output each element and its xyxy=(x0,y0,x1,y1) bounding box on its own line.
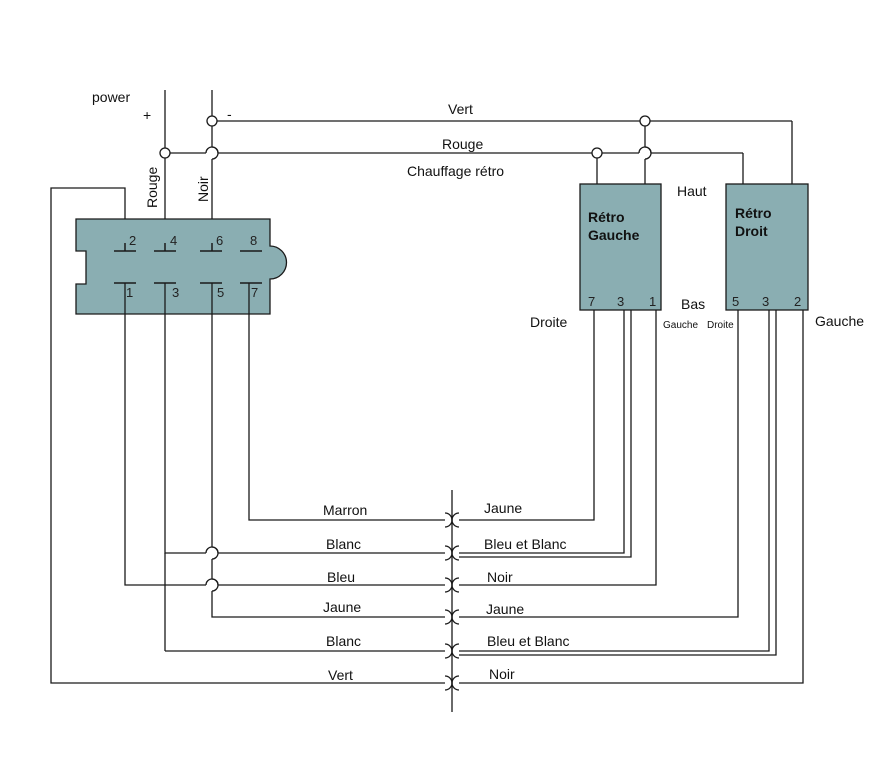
mirror-right-title-1: Rétro xyxy=(735,205,772,221)
connector-right-labels: Jaune Bleu et Blanc Noir Jaune Bleu et B… xyxy=(484,500,570,682)
node-green xyxy=(639,115,651,127)
switch-bottom-wires xyxy=(124,283,445,652)
power-labels: power + - Rouge Noir xyxy=(92,89,232,208)
conn-right-label-2: Bleu et Blanc xyxy=(484,536,567,552)
switch-pin-3: 3 xyxy=(172,285,179,300)
conn-left-label-4: Jaune xyxy=(323,599,361,615)
mirror-left-pin-3: 3 xyxy=(617,294,624,309)
node-minus xyxy=(206,115,218,127)
node-plus xyxy=(159,147,171,159)
conn-right-label-5: Bleu et Blanc xyxy=(487,633,570,649)
plus-label: + xyxy=(143,107,151,123)
power-label: power xyxy=(92,89,130,105)
mirror-right-side-label: Gauche xyxy=(815,313,864,329)
mirror-right-pin-3: 3 xyxy=(762,294,769,309)
red-bus-label: Rouge xyxy=(442,136,483,152)
mirror-left-side-label: Droite xyxy=(530,314,568,330)
mirror-left-pin-1: 1 xyxy=(649,294,656,309)
node-red xyxy=(591,147,603,159)
pin2-loop-wire xyxy=(50,187,445,684)
conn-right-label-4: Jaune xyxy=(486,601,524,617)
mirror-wires xyxy=(459,310,804,684)
mirror-left: Rétro Gauche 7 3 1 xyxy=(579,183,662,311)
mirror-right: Rétro Droit 5 3 2 xyxy=(725,183,809,311)
bus-labels: Vert Rouge Chauffage rétro xyxy=(407,101,504,179)
switch-pin-4: 4 xyxy=(170,233,177,248)
mirror-right-title-2: Droit xyxy=(735,223,768,239)
switch-body xyxy=(75,218,288,315)
conn-right-label-1: Jaune xyxy=(484,500,522,516)
mirror-left-pin-7: 7 xyxy=(588,294,595,309)
conn-left-label-5: Blanc xyxy=(326,633,361,649)
conn-left-label-6: Vert xyxy=(328,667,353,683)
minus-label: - xyxy=(227,106,232,122)
switch-pin-1: 1 xyxy=(126,285,133,300)
up-label: Haut xyxy=(677,183,707,199)
down-label: Bas xyxy=(681,296,705,312)
right-small-label: Droite xyxy=(707,320,734,331)
direction-labels: Haut Bas Gauche Droite Droite Gauche xyxy=(530,183,864,331)
conn-left-label-1: Marron xyxy=(323,502,367,518)
window-switch: 2 4 6 8 1 3 5 7 xyxy=(75,218,288,315)
switch-pin-2: 2 xyxy=(129,233,136,248)
wire-connector xyxy=(444,490,460,712)
green-bus-label: Vert xyxy=(448,101,473,117)
conn-right-label-6: Noir xyxy=(489,666,515,682)
switch-pin-5: 5 xyxy=(217,285,224,300)
mirror-left-title-1: Rétro xyxy=(588,209,625,225)
mirror-left-title-2: Gauche xyxy=(588,227,640,243)
mirror-right-pin-2: 2 xyxy=(794,294,801,309)
switch-pin-8: 8 xyxy=(250,233,257,248)
red-wire-label: Rouge xyxy=(144,167,160,208)
conn-left-label-2: Blanc xyxy=(326,536,361,552)
black-wire-label: Noir xyxy=(195,176,211,202)
switch-pin-6: 6 xyxy=(216,233,223,248)
red-bus-wire xyxy=(165,146,744,184)
switch-pin-7: 7 xyxy=(251,285,258,300)
left-small-label: Gauche xyxy=(663,320,698,331)
mirror-right-pin-5: 5 xyxy=(732,294,739,309)
conn-left-label-3: Bleu xyxy=(327,569,355,585)
connector-left-labels: Marron Blanc Bleu Jaune Blanc Vert xyxy=(323,502,367,683)
conn-right-label-3: Noir xyxy=(487,569,513,585)
heating-label: Chauffage rétro xyxy=(407,163,504,179)
junction-nodes xyxy=(159,115,651,159)
